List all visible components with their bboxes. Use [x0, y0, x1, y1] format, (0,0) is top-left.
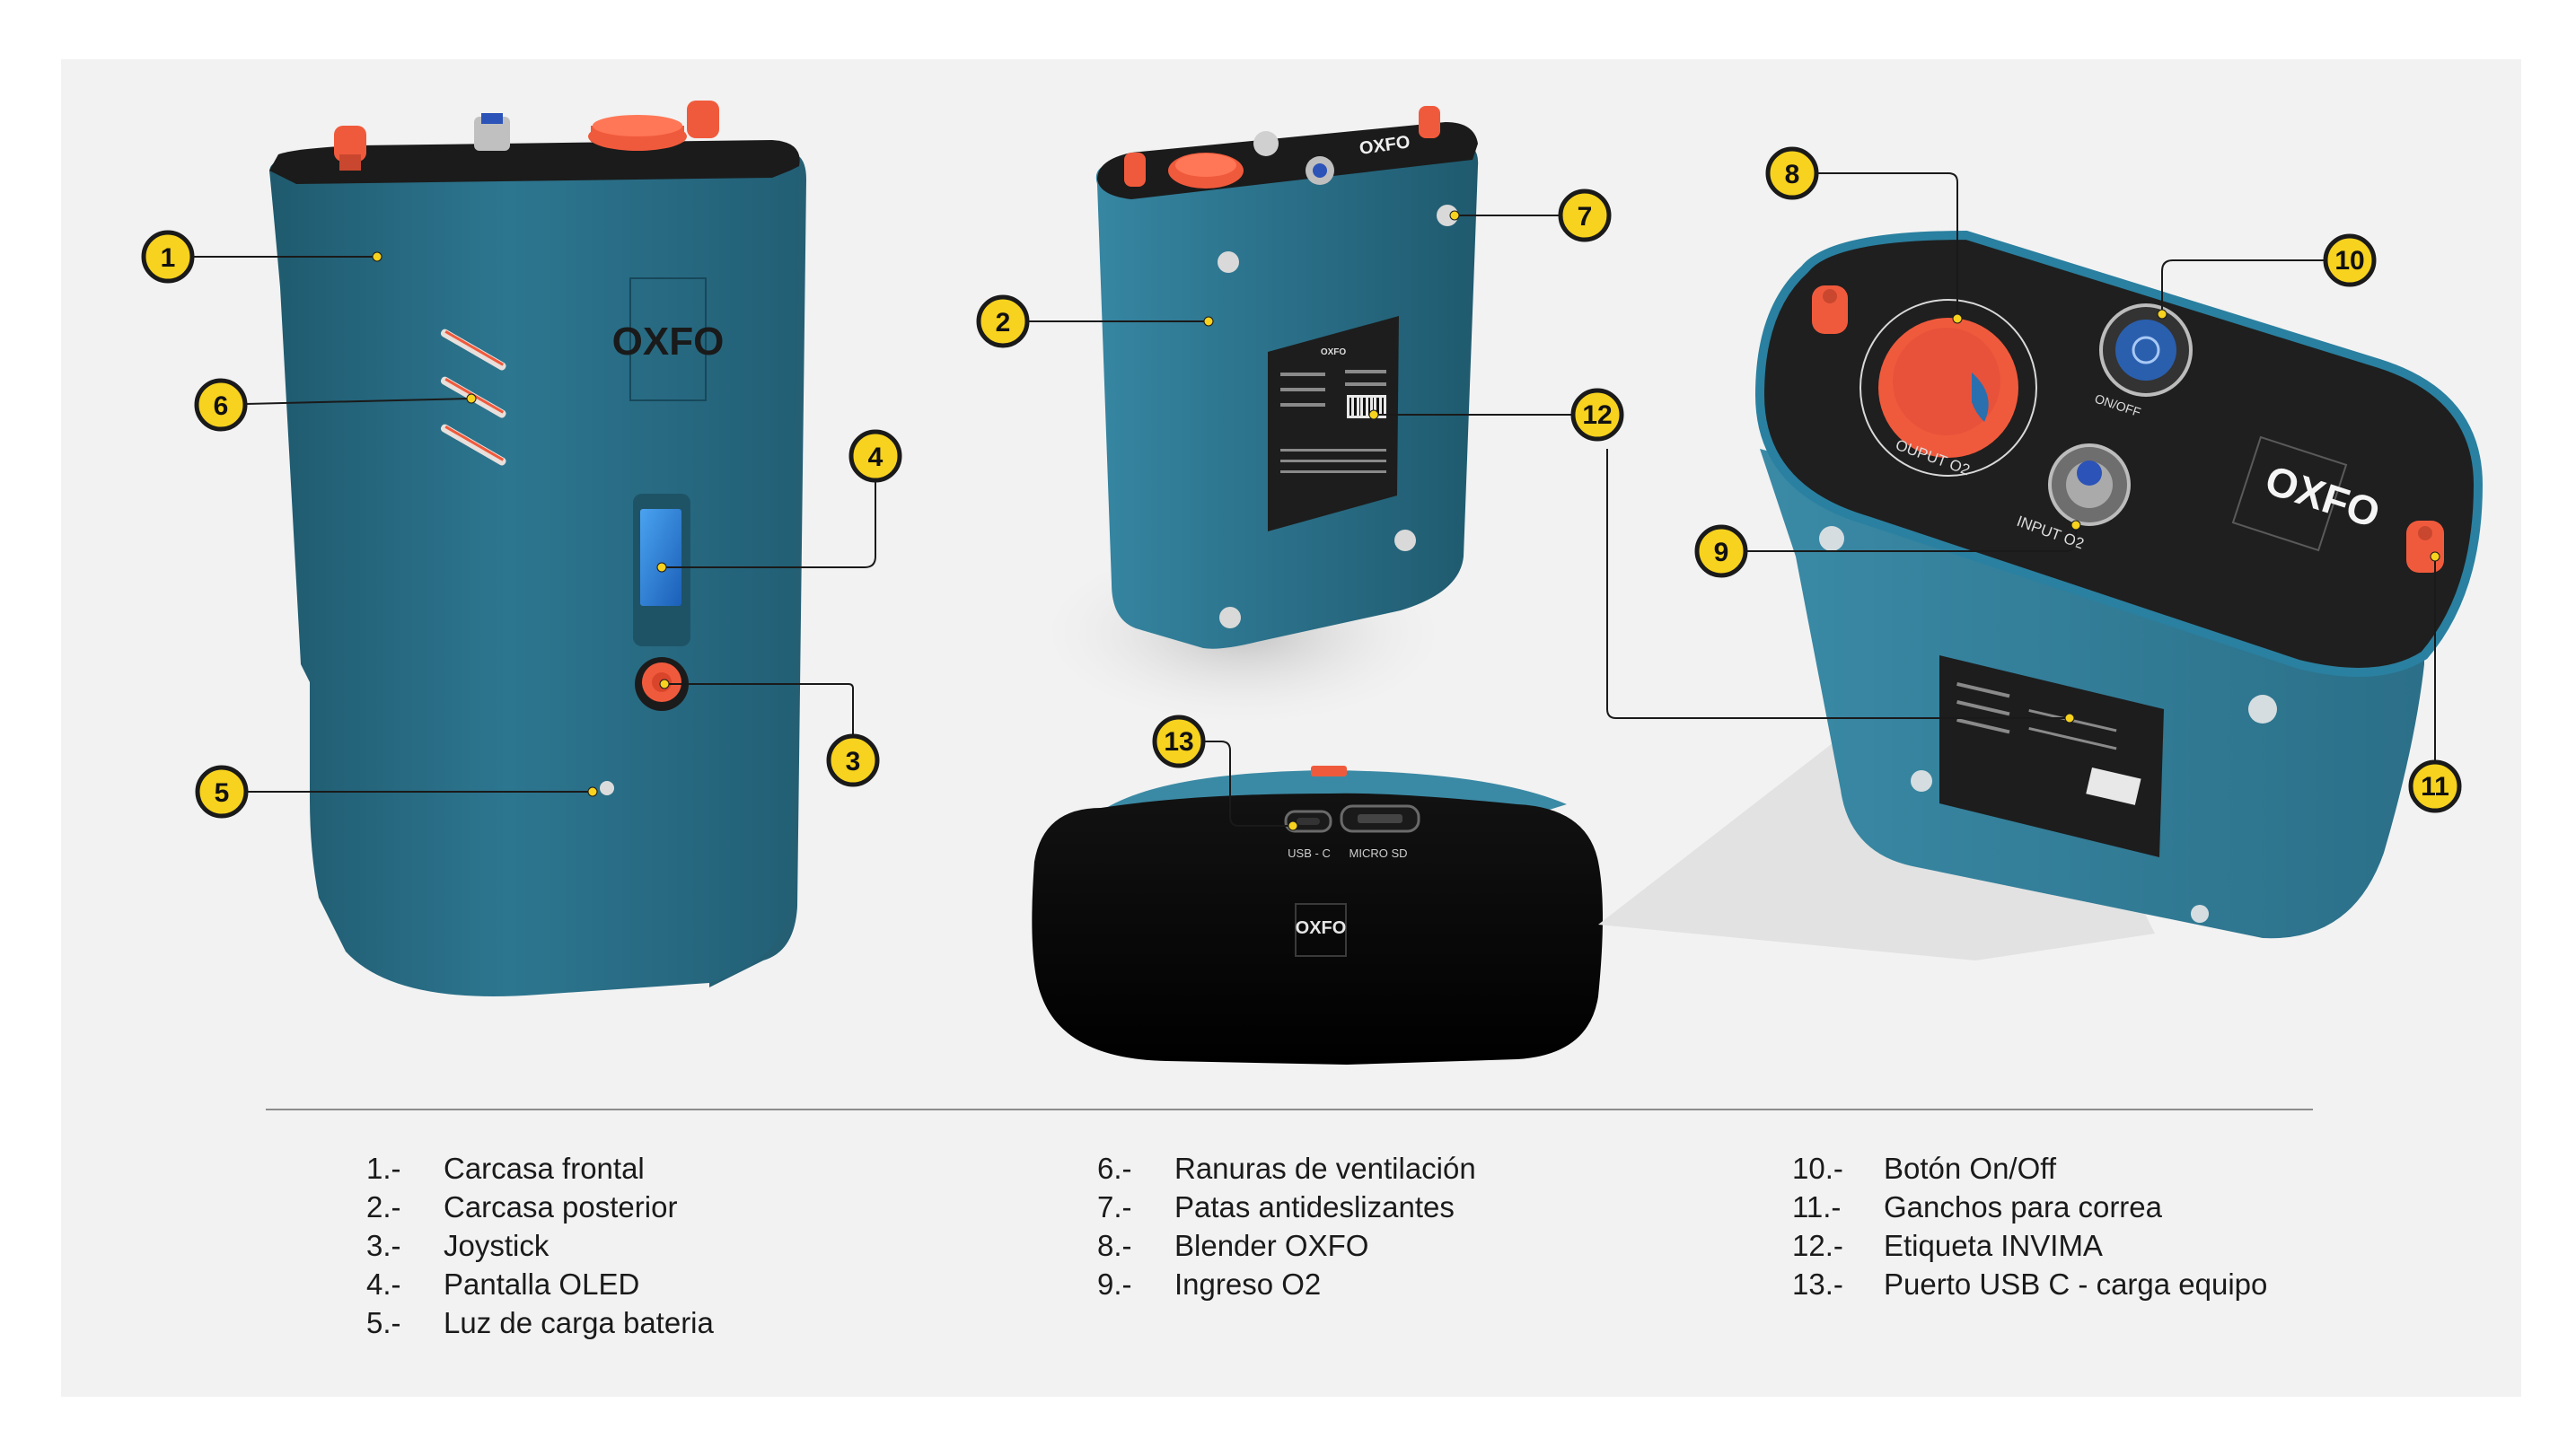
back-label-lines — [1280, 370, 1386, 473]
front-oled-screen — [640, 509, 681, 606]
legend-item: 12.-Etiqueta INVIMA — [1792, 1228, 2103, 1262]
svg-text:1: 1 — [161, 243, 176, 273]
leader-9 — [1745, 525, 2077, 552]
front-logo-frame — [629, 277, 707, 401]
svg-text:10: 10 — [2334, 246, 2364, 276]
legend-item: 5.-Luz de carga bateria — [366, 1305, 714, 1339]
top-right-foot — [2248, 695, 2277, 724]
callout-6: 6 — [194, 378, 248, 432]
legend-column-1: 1.-Carcasa frontal 2.-Carcasa posterior … — [366, 1149, 714, 1342]
front-hook-left — [334, 126, 366, 162]
bottom-logo-frame — [1295, 903, 1347, 957]
callout-13: 13 — [1152, 715, 1206, 768]
top-right-hook-left — [1812, 285, 1848, 334]
back-foot — [1437, 205, 1458, 226]
svg-text:7: 7 — [1578, 202, 1593, 232]
legend-item: 9.-Ingreso O2 — [1097, 1267, 1322, 1301]
svg-text:5: 5 — [215, 778, 230, 808]
callout-5: 5 — [195, 765, 249, 819]
leader-8 — [1816, 172, 1958, 319]
top-right-logo-frame — [2231, 435, 2348, 552]
legend-item: 11.-Ganchos para correa — [1792, 1189, 2163, 1224]
svg-text:8: 8 — [1785, 160, 1800, 189]
legend-column-2: 6.-Ranuras de ventilación 7.-Patas antid… — [1097, 1149, 1476, 1303]
top-right-view: OUPUT O2 INPUT O2 ON/OFF OXFO — [1598, 230, 2484, 960]
bottom-micro-label: MICRO SD — [1350, 846, 1408, 860]
leader-lines — [190, 172, 2436, 827]
back-label-brand: OXFO — [1321, 347, 1347, 357]
legend-item: 13.-Puerto USB C - carga equipo — [1792, 1267, 2268, 1301]
legend-item: 1.-Carcasa frontal — [366, 1151, 645, 1185]
callout-7: 7 — [1558, 189, 1612, 242]
front-top-plate — [269, 140, 800, 184]
svg-text:4: 4 — [868, 443, 884, 472]
leader-3 — [664, 683, 854, 759]
front-view: OXFO — [269, 101, 806, 996]
callout-1: 1 — [141, 230, 195, 284]
callout-2: 2 — [976, 294, 1030, 348]
legend-item: 10.-Botón On/Off — [1792, 1151, 2057, 1185]
leader-12b — [1606, 449, 2070, 719]
svg-text:12: 12 — [1582, 400, 1612, 430]
callout-9: 9 — [1694, 524, 1748, 578]
svg-text:3: 3 — [846, 747, 861, 776]
svg-text:13: 13 — [1164, 727, 1193, 757]
top-right-blender-ring — [1859, 299, 2037, 477]
back-foot — [1219, 607, 1241, 628]
legend-item: 4.-Pantalla OLED — [366, 1267, 640, 1301]
front-charge-light — [600, 781, 614, 795]
callout-10: 10 — [2323, 233, 2377, 287]
callout-3: 3 — [826, 733, 880, 787]
legend-item: 6.-Ranuras de ventilación — [1097, 1151, 1476, 1185]
back-foot — [1218, 251, 1239, 273]
top-right-foot — [2191, 905, 2209, 923]
front-hook-right — [687, 101, 719, 138]
front-housing — [269, 151, 799, 996]
front-input-port — [474, 117, 510, 151]
top-right-invima-label — [1939, 655, 2164, 857]
legend-item: 3.-Joystick — [366, 1228, 549, 1262]
bottom-logo: OXFO — [1296, 918, 1347, 938]
svg-text:11: 11 — [2421, 772, 2449, 802]
back-foot — [1394, 530, 1416, 551]
legend-column-3: 10.-Botón On/Off 11.-Ganchos para correa… — [1792, 1149, 2267, 1303]
leader-endpoints — [372, 210, 2440, 831]
callout-4: 4 — [848, 429, 902, 483]
callout-8: 8 — [1765, 146, 1819, 200]
svg-text:2: 2 — [996, 308, 1011, 338]
svg-text:9: 9 — [1714, 538, 1729, 567]
top-right-barcode — [2086, 767, 2141, 805]
front-logo: OXFO — [612, 320, 725, 364]
leader-10 — [2161, 259, 2325, 314]
back-hook-left — [1124, 153, 1146, 187]
legend-item: 8.-Blender OXFO — [1097, 1228, 1369, 1262]
leader-6 — [245, 398, 472, 405]
callout-12: 12 — [1570, 388, 1624, 442]
back-view: OXFO OXFO — [1028, 106, 1479, 732]
bottom-view: USB - C MICRO SD OXFO — [1032, 766, 1603, 1065]
leader-4 — [662, 480, 876, 568]
top-right-foot — [1911, 770, 1932, 792]
callout-badges: 1 2 3 4 5 6 7 8 9 10 11 12 13 — [141, 146, 2462, 819]
top-right-foot — [1819, 526, 1844, 551]
legend-item: 7.-Patas antideslizantes — [1097, 1189, 1455, 1224]
bottom-usb-label: USB - C — [1288, 846, 1331, 860]
bottom-housing — [1032, 793, 1603, 1065]
callout-11: 11 — [2408, 759, 2462, 813]
back-hook-right — [1419, 106, 1440, 138]
leader-13 — [1203, 741, 1293, 827]
legend-item: 2.-Carcasa posterior — [366, 1189, 678, 1224]
svg-text:6: 6 — [214, 391, 229, 421]
